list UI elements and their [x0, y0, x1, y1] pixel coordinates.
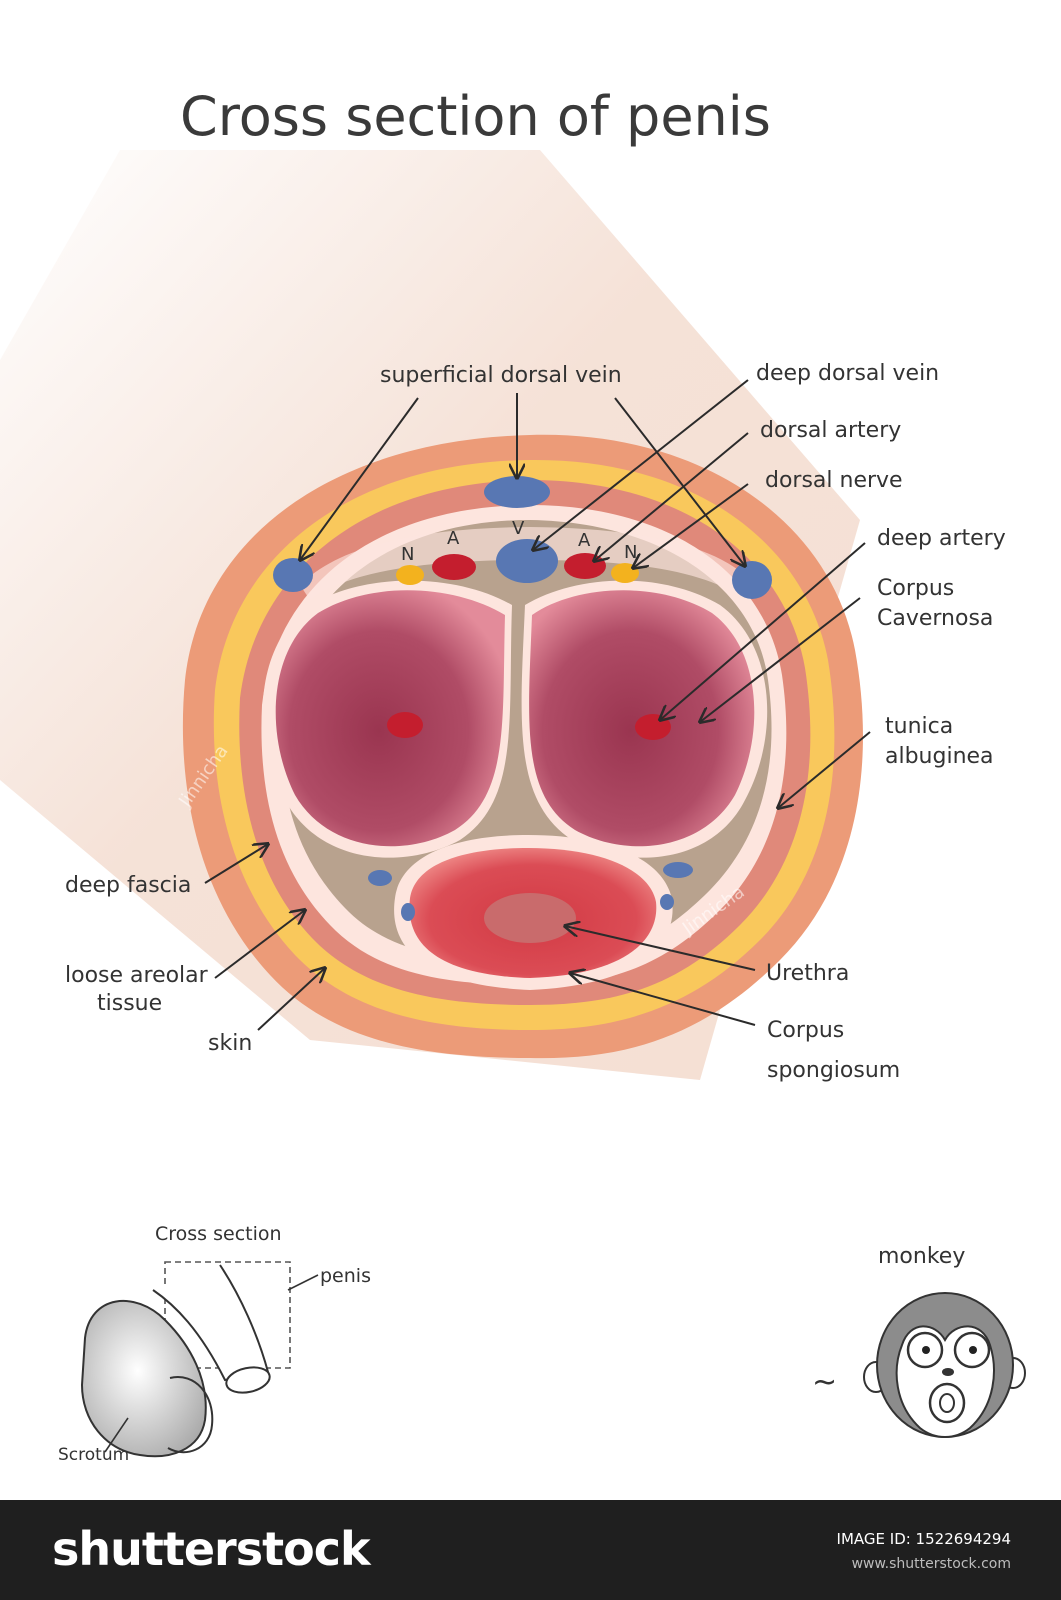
- label-dorsal-nerve: dorsal nerve: [765, 468, 903, 493]
- leader-superficial-left: [300, 397, 419, 560]
- dorsal-band: [300, 527, 755, 600]
- superficial-dorsal-vein-left: [273, 558, 313, 592]
- scrotum-shape: [80, 1299, 207, 1458]
- dorsal-nerve-left: [396, 565, 424, 585]
- vessel-left-blue-small: [401, 903, 415, 921]
- leader-deep-dorsal-vein: [533, 379, 749, 550]
- penis-leader: [287, 1274, 319, 1291]
- label-corpus-cavernosa-line2: Cavernosa: [877, 606, 993, 631]
- label-deep-fascia: deep fascia: [65, 873, 191, 898]
- leader-deep-fascia: [204, 844, 268, 884]
- label-tunica-line1: tunica: [885, 714, 953, 739]
- vessel-right-blue: [663, 862, 693, 878]
- scrotum-leader: [104, 1417, 129, 1453]
- monkey-nose: [942, 1368, 954, 1376]
- letter-a-left: A: [447, 528, 460, 549]
- label-tunica-line2: albuginea: [885, 744, 994, 769]
- inset-scrotum-label: Scrotum: [58, 1445, 129, 1465]
- label-dorsal-artery: dorsal artery: [760, 418, 901, 443]
- dorsal-artery-left: [432, 554, 476, 580]
- footer-url: www.shutterstock.com: [851, 1556, 1011, 1572]
- label-corpus-cavernosa-line1: Corpus: [877, 576, 954, 601]
- leader-urethra: [565, 926, 756, 971]
- footer-image-id: IMAGE ID: 1522694294: [836, 1530, 1011, 1548]
- label-corpus-spongiosum-line2: spongiosum: [767, 1058, 900, 1083]
- vessel-right-blue-small: [660, 894, 674, 910]
- label-corpus-spongiosum-line1: Corpus: [767, 1018, 844, 1043]
- label-superficial-dorsal-vein: superficial dorsal vein: [380, 363, 622, 388]
- deep-artery-right: [635, 714, 671, 740]
- diagram-canvas: Cross section of penis: [0, 85, 1026, 1465]
- label-loose-areolar-line1: loose areolar: [65, 963, 209, 988]
- penis-tip: [225, 1366, 271, 1394]
- cross-section: N A V A N Jinnicha Jinnicha: [174, 434, 863, 1059]
- scrotum-lobe: [167, 1376, 214, 1454]
- leader-superficial-right: [614, 397, 745, 566]
- superficial-dorsal-vein-right: [732, 561, 772, 599]
- monkey-tilde: ~: [812, 1365, 837, 1400]
- leader-loose-areolar: [214, 910, 305, 979]
- letter-a-right: A: [578, 530, 591, 551]
- monkey-mouth-inner: [939, 1393, 955, 1413]
- footer-brand-logo: shutterstock: [52, 1522, 371, 1576]
- urethra: [484, 893, 576, 943]
- label-skin: skin: [208, 1031, 252, 1056]
- letter-v: V: [512, 518, 525, 539]
- leader-skin: [257, 968, 325, 1031]
- inset-penis-label: penis: [320, 1265, 371, 1287]
- leader-deep-artery: [660, 542, 866, 720]
- deep-artery-left: [387, 712, 423, 738]
- monkey-pupil-left: [922, 1346, 930, 1354]
- label-deep-dorsal-vein: deep dorsal vein: [756, 361, 939, 386]
- leader-corpus-cavernosa: [700, 597, 861, 722]
- monkey-label: monkey: [878, 1244, 965, 1269]
- label-loose-areolar-line2: tissue: [97, 991, 162, 1016]
- inset-title: Cross section: [155, 1223, 282, 1245]
- monkey-pupil-right: [969, 1346, 977, 1354]
- leader-dorsal-nerve: [633, 483, 749, 568]
- letter-n-right: N: [624, 542, 637, 563]
- letter-n-left: N: [401, 544, 414, 565]
- label-deep-artery: deep artery: [877, 526, 1006, 551]
- deep-dorsal-vein: [496, 539, 558, 583]
- page-title: Cross section of penis: [180, 85, 771, 148]
- superficial-dorsal-vein-top: [484, 476, 550, 508]
- leader-tunica: [778, 731, 871, 808]
- stock-footer: shutterstock IMAGE ID: 1522694294 www.sh…: [0, 1500, 1061, 1600]
- leader-dorsal-artery: [594, 432, 749, 561]
- vessel-left-blue: [368, 870, 392, 886]
- leader-corpus-spongiosum: [570, 973, 756, 1026]
- inset-sketch: Cross section penis Scrotum: [58, 1223, 371, 1465]
- monkey-doodle: monkey ~: [812, 1244, 1026, 1438]
- label-urethra: Urethra: [766, 961, 849, 986]
- annotations: [204, 379, 871, 1031]
